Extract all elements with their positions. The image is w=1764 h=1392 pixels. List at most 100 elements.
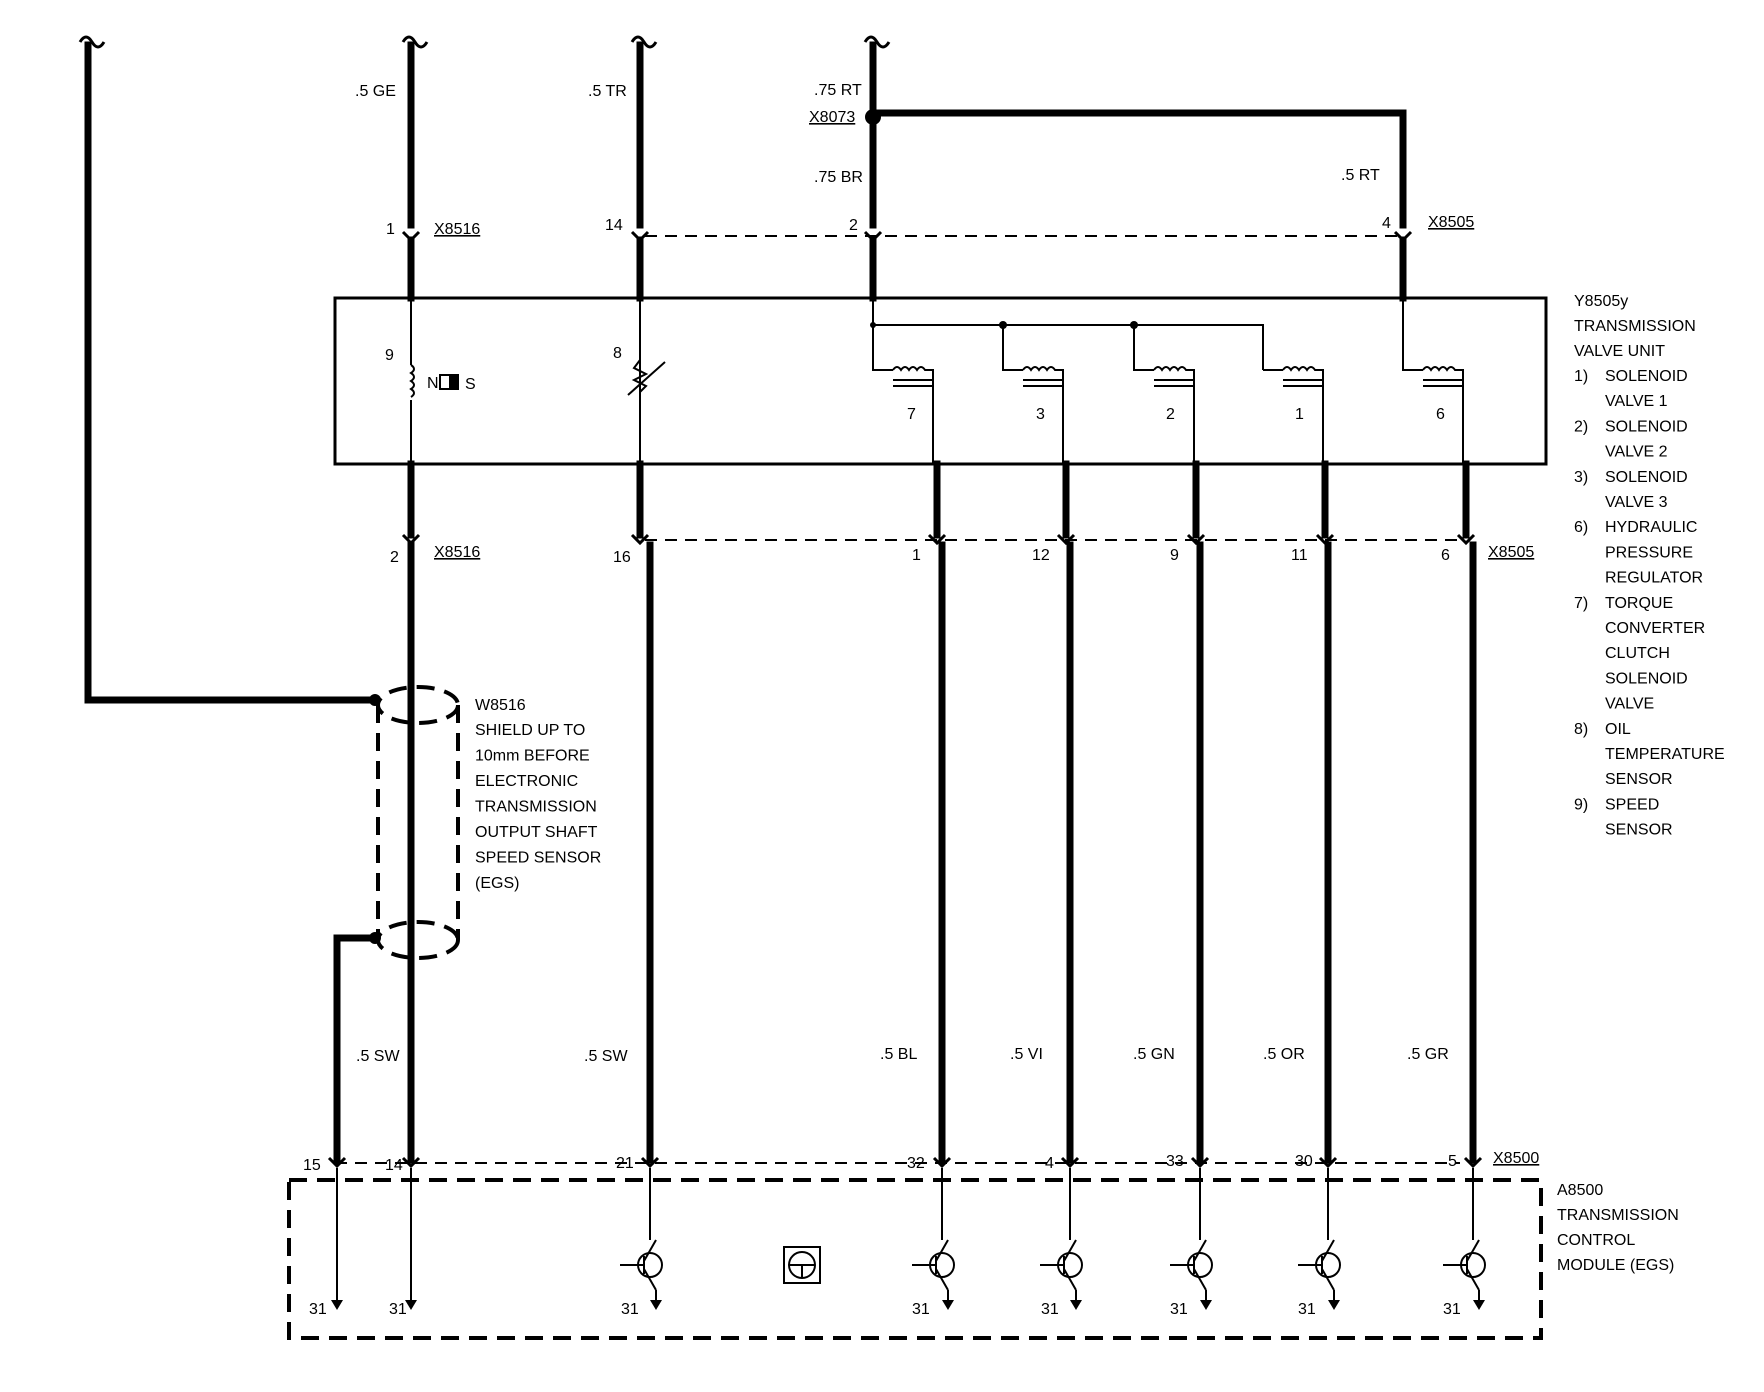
component-number: 3 [1036,406,1045,423]
legend-text: CLUTCH [1605,645,1670,662]
ground-label: 31 [309,1301,327,1318]
pin-number: 9 [1170,547,1179,564]
connector-label: X8505 [1488,544,1534,561]
legend-text: SOLENOID [1605,469,1688,486]
wire-color-label: .5 SW [584,1048,628,1065]
shield-ground-wire [84,41,379,704]
ground-label: 31 [1170,1301,1188,1318]
legend-text: SOLENOID [1605,670,1688,687]
legend-text: VALVE [1605,696,1654,713]
module-box [287,1178,1543,1340]
pin-number: 14 [385,1157,403,1174]
ground-label: 31 [1298,1301,1316,1318]
ground-label: 31 [621,1301,639,1318]
wire-color-label: .5 RT [1341,167,1380,184]
component-number: 8 [613,345,622,362]
wire-break-icon [863,35,891,49]
valve-unit-title-line: VALVE UNIT [1574,343,1665,360]
legend-text: REGULATOR [1605,570,1703,587]
speed-sensor-coil-icon [409,364,415,398]
shield-line: 10mm BEFORE [475,748,590,765]
shield-line: SHIELD UP TO [475,722,585,739]
transistor-icon [912,1239,955,1303]
legend-number: 9) [1574,796,1588,813]
pin-number: 6 [1441,547,1450,564]
legend-text: CONVERTER [1605,620,1705,637]
module-internals [336,1168,1474,1300]
legend-text: SENSOR [1605,822,1673,839]
ground-symbols [331,1300,1485,1310]
valve-unit-legend: 1) SOLENOID VALVE 1 2) SOLENOID VALVE 2 3) SOLE… [1574,368,1725,839]
shield-id: W8516 [475,697,526,714]
component-number: 7 [907,406,916,423]
legend-number: 2) [1574,418,1588,435]
magnet-pole-icon [449,375,458,389]
legend-text: VALVE 1 [1605,393,1668,410]
wire-color-label: .5 OR [1263,1046,1305,1063]
pin-number: 4 [1382,215,1391,232]
pin-number: 30 [1295,1153,1313,1170]
shield-cylinder [376,685,460,960]
legend-number: 1) [1574,368,1588,385]
connector-label: X8500 [1493,1150,1539,1167]
top-wires [78,35,1407,706]
transistor-icon [620,1239,663,1303]
legend-number: 6) [1574,519,1588,536]
sensor-pole-label: S [465,376,476,393]
wire-break-icon [630,35,658,49]
module-line: TRANSMISSION [1557,1207,1679,1224]
wire-color-label: .5 VI [1010,1046,1043,1063]
pin-number: 4 [1045,1155,1054,1172]
lower-wires [327,460,1483,1169]
pin-number: 15 [303,1157,321,1174]
pin-number: 33 [1166,1153,1184,1170]
connector-label: X8505 [1428,214,1474,231]
legend-text: SOLENOID [1605,368,1688,385]
shield-line: OUTPUT SHAFT [475,824,598,841]
module-processor-icon [783,1246,821,1284]
pin-number: 5 [1448,1153,1457,1170]
component-number: 2 [1166,406,1175,423]
transistor-icon [1298,1239,1341,1303]
connector-label: X8516 [434,544,480,561]
thermistor-arrow-icon [627,361,666,396]
transistor-icon [1443,1239,1486,1303]
module-line: MODULE (EGS) [1557,1257,1674,1274]
wire-color-label: .5 GN [1133,1046,1175,1063]
connector-label: X8516 [434,221,480,238]
labels: .5 GE .5 TR .75 RT .75 BR .5 RT .5 SW .5… [303,82,1725,1318]
legend-number: 8) [1574,721,1588,738]
valve-unit-title-line: TRANSMISSION [1574,318,1696,335]
wire-color-label: .5 GR [1407,1046,1449,1063]
wire-color-label: .5 TR [588,83,627,100]
wire-color-label: .75 BR [814,169,863,186]
wire-color-label: .75 RT [814,82,862,99]
component-number: 6 [1436,406,1445,423]
wire-break-icon [78,35,106,49]
sensor-pole-label: N [427,375,439,392]
wire-rt5 [876,109,1407,229]
thermistor-icon [631,359,649,393]
ground-label: 31 [1443,1301,1461,1318]
pin-number: 16 [613,549,631,566]
pin-number: 2 [849,217,858,234]
legend-text: HYDRAULIC [1605,519,1697,536]
module-id: A8500 [1557,1182,1603,1199]
legend-text: TEMPERATURE [1605,746,1725,763]
legend-number: 3) [1574,469,1588,486]
transistor-icon [1040,1239,1083,1303]
component-number: 9 [385,347,394,364]
wire-color-label: .5 GE [355,83,396,100]
legend-text: SPEED [1605,796,1659,813]
transistor-icon [1170,1239,1213,1303]
ground-label: 31 [912,1301,930,1318]
legend-text: OIL [1605,721,1631,738]
ground-label: 31 [389,1301,407,1318]
legend-text: VALVE 2 [1605,444,1668,461]
legend-text: PRESSURE [1605,544,1693,561]
ground-label: 31 [1041,1301,1059,1318]
connector-label: X8073 [809,109,855,126]
